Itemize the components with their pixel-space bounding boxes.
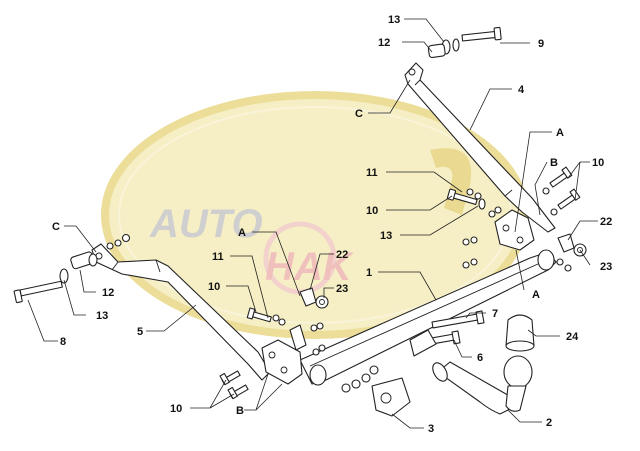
watermark-auto-text: AUTO bbox=[149, 202, 263, 246]
bolts-left bbox=[219, 370, 249, 400]
side-bar-right bbox=[404, 62, 556, 233]
cross-bar bbox=[299, 249, 557, 386]
label-ball-neck-2: 2 bbox=[546, 417, 552, 429]
label-side-bar-4: 4 bbox=[518, 84, 525, 96]
socket-plate bbox=[341, 365, 411, 417]
label-washer-13-right: 13 bbox=[380, 230, 392, 242]
label-bolts-10-left: 10 bbox=[170, 403, 182, 415]
label-b-left: B bbox=[236, 405, 244, 417]
label-ball-cover-24: 24 bbox=[566, 331, 579, 343]
bolts-right bbox=[542, 166, 581, 216]
label-a-right: A bbox=[556, 127, 564, 139]
label-nut-11-left: 11 bbox=[212, 251, 224, 263]
label-cross-bar-1: 1 bbox=[366, 267, 372, 279]
bolt-8-assembly bbox=[13, 251, 98, 304]
label-pin-6: 6 bbox=[477, 352, 483, 364]
ball-neck bbox=[409, 329, 533, 415]
part-labels: 13 12 9 C 4 A B 10 11 10 13 22 23 A C A … bbox=[52, 14, 612, 435]
label-bolts-10-right: 10 bbox=[592, 157, 604, 169]
leader-lines bbox=[27, 18, 598, 429]
label-side-bar-5: 5 bbox=[137, 326, 143, 338]
label-socket-plate-3: 3 bbox=[428, 423, 434, 435]
hardware-left-top bbox=[106, 233, 131, 250]
label-c-top: C bbox=[355, 108, 363, 120]
label-bolt-10-right: 10 bbox=[366, 205, 378, 217]
label-bolt-9: 9 bbox=[538, 38, 544, 50]
label-spacer-12-top: 12 bbox=[378, 37, 390, 49]
label-c-left: C bbox=[52, 221, 60, 233]
mount-bracket-left bbox=[261, 324, 307, 385]
label-nut-23-right: 23 bbox=[600, 261, 612, 273]
label-washer-13-top: 13 bbox=[388, 14, 400, 26]
label-a-right-lower: A bbox=[532, 289, 540, 301]
label-bolt-8: 8 bbox=[60, 336, 66, 348]
label-a-left: A bbox=[238, 227, 246, 239]
label-washer-13-left: 13 bbox=[96, 310, 108, 322]
label-pin-7: 7 bbox=[492, 308, 498, 320]
bolt-9-assembly bbox=[427, 26, 502, 59]
hardware-right-stack bbox=[446, 188, 502, 269]
label-b-right: B bbox=[550, 157, 558, 169]
label-nut-11-right: 11 bbox=[366, 167, 378, 179]
label-clip-22-left: 22 bbox=[336, 249, 348, 261]
label-nut-23-left: 23 bbox=[336, 283, 348, 295]
label-bolt-10-left: 10 bbox=[208, 281, 220, 293]
label-clip-22-right: 22 bbox=[600, 216, 612, 228]
label-spacer-12-left: 12 bbox=[102, 287, 114, 299]
mount-bracket-right bbox=[494, 209, 535, 251]
ball-cover bbox=[505, 314, 535, 352]
watermark-hak-text: HAK bbox=[265, 245, 355, 289]
hardware-left-middle bbox=[246, 287, 329, 356]
